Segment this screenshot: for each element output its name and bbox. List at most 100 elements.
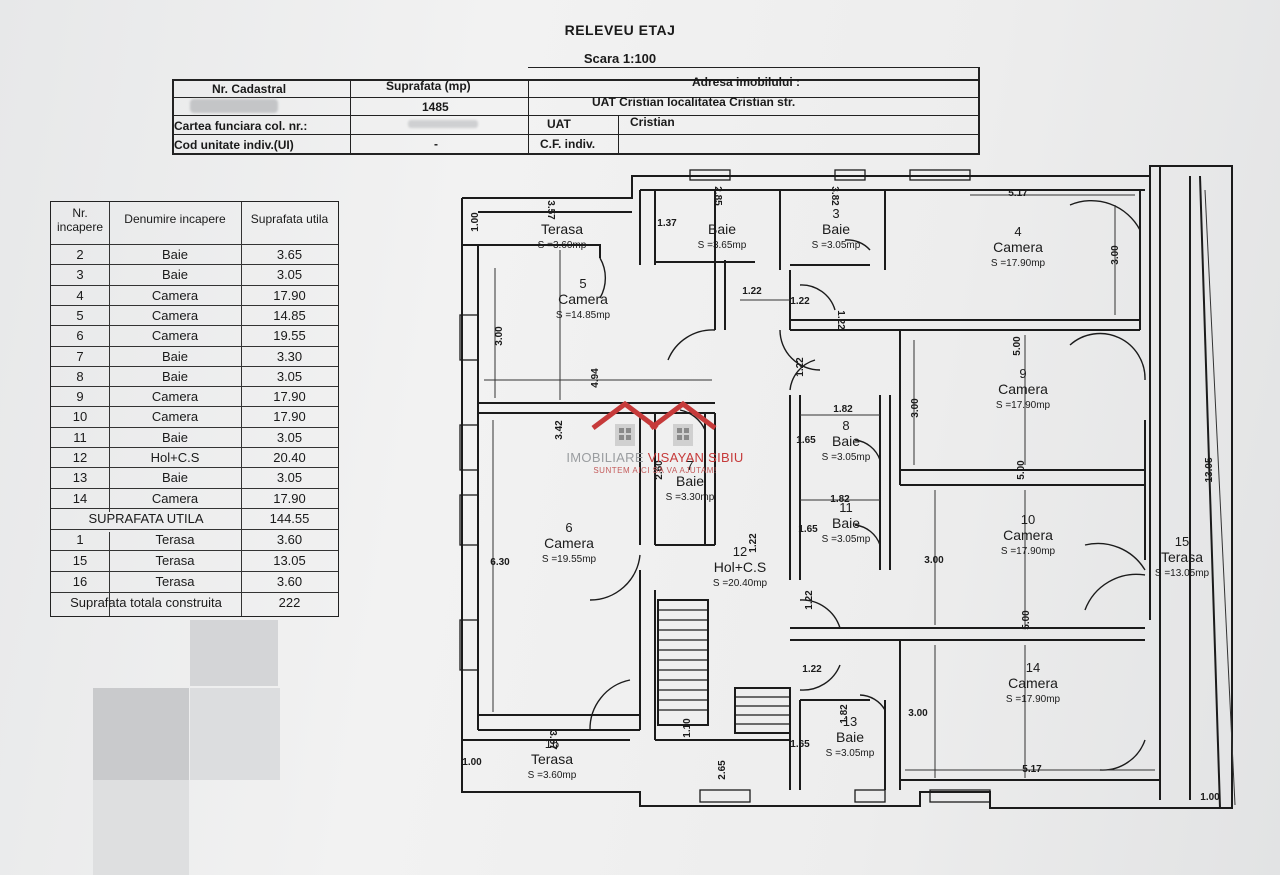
- room-name: Baie: [161, 368, 189, 384]
- room-name: Camera: [151, 389, 199, 405]
- room-name: Baie: [161, 348, 189, 364]
- dimension-label: 3.57: [547, 730, 558, 750]
- plan-room-name: Camera: [998, 381, 1048, 397]
- room-nr: 5: [76, 307, 84, 323]
- cod-label: Cod unitate indiv.(UI): [174, 138, 294, 152]
- dimension-label: 1.22: [835, 310, 846, 330]
- room-name: Camera: [151, 409, 199, 425]
- watermark-tagline: SUNTEM AICI SA VA AJUTAM!: [593, 466, 717, 475]
- room-name: Camera: [151, 490, 199, 506]
- terrace-name: Terasa: [155, 552, 195, 568]
- col-header-area: Suprafata utila: [250, 212, 329, 226]
- surface-label: Suprafata (mp): [386, 79, 471, 93]
- plan-room-num: 11: [839, 500, 853, 515]
- watermark: IMOBILIARE VISAYAN SIBIU SUNTEM AICI SA …: [535, 398, 775, 478]
- dimension-label: 3.00: [924, 555, 944, 566]
- dimension-label: 3.00: [494, 326, 505, 346]
- room-area: 3.65: [276, 247, 303, 262]
- dimension-label: 13.05: [1204, 457, 1215, 482]
- plan-room-name: Baie: [822, 221, 850, 237]
- room-name: Camera: [151, 307, 199, 323]
- document-title: RELEVEU ETAJ: [564, 22, 676, 38]
- room-nr: 3: [76, 267, 84, 283]
- plan-room-num: 14: [1026, 660, 1040, 675]
- watermark-brand-b: VISAYAN SIBIU: [647, 450, 744, 465]
- terrace-nr: 1: [76, 531, 84, 547]
- total-label: Suprafata totala construita: [70, 594, 222, 610]
- dimension-label: 1.10: [682, 718, 693, 738]
- room-area: 17.90: [273, 409, 306, 425]
- plan-room-name: Terasa: [531, 751, 573, 767]
- room-area: 17.90: [273, 490, 306, 506]
- plan-room-area: S =3.05mp: [822, 452, 871, 463]
- plan-room-num: 13: [843, 714, 857, 729]
- room-name: Camera: [151, 287, 199, 303]
- plan-room-name: Hol+C.S: [714, 559, 767, 575]
- redacted-area: [93, 688, 189, 780]
- dimension-label: 5.17: [1008, 188, 1028, 199]
- terrace-area: 3.60: [276, 531, 303, 547]
- dimension-label: 5.17: [1022, 764, 1042, 775]
- redacted-area: [190, 688, 280, 780]
- watermark-brand-a: IMOBILIARE: [566, 450, 648, 465]
- plan-room-name: Baie: [832, 433, 860, 449]
- room-area: 3.05: [276, 429, 303, 445]
- plan-room-name: Camera: [558, 291, 608, 307]
- room-nr: 11: [73, 429, 87, 445]
- room-nr: 7: [76, 348, 84, 364]
- plan-room-area: S =19.55mp: [542, 554, 597, 565]
- plan-room-num: 9: [1019, 366, 1026, 381]
- room-area: 3.05: [276, 267, 303, 283]
- dimension-label: 5.00: [1012, 336, 1023, 356]
- room-name: Baie: [161, 267, 189, 283]
- col-header-nr: Nr. incapere: [56, 206, 104, 234]
- dimension-label: 1.00: [1200, 792, 1220, 803]
- house-logo-icon: [591, 400, 717, 446]
- room-name: Baie: [161, 429, 189, 445]
- cod-value: -: [434, 137, 438, 151]
- dimension-label: 3.00: [908, 708, 928, 719]
- dimension-label: 1.22: [804, 590, 815, 610]
- room-area: 3.30: [276, 348, 303, 364]
- table-row: 3 Baie 3.05: [51, 264, 338, 285]
- dimension-label: 2.85: [712, 186, 723, 206]
- dimension-label: 1.82: [830, 494, 850, 505]
- room-area: 17.90: [273, 389, 306, 405]
- plan-room-area: S =3.05mp: [826, 748, 875, 759]
- room-area: 3.05: [276, 368, 303, 384]
- plan-room-area: S =17.90mp: [1006, 694, 1061, 705]
- total-row: Suprafata totala construita 222: [51, 591, 338, 613]
- room-name: Baie: [161, 470, 189, 486]
- plan-room-num: 15: [1175, 534, 1189, 549]
- carte-label: Cartea funciara col. nr.:: [174, 119, 308, 133]
- cf-label: C.F. indiv.: [540, 137, 596, 151]
- subtotal-value: 144.55: [269, 510, 310, 526]
- room-area: 19.55: [273, 328, 306, 344]
- dimension-label: 1.82: [833, 404, 853, 415]
- address-value: UAT Cristian localitatea Cristian str.: [592, 95, 796, 109]
- plan-room-area: S =3.30mp: [666, 492, 715, 503]
- cadastral-label: Nr. Cadastral: [212, 82, 287, 96]
- dimension-label: 3.00: [1110, 245, 1121, 265]
- address-label: Adresa imobilului :: [692, 75, 801, 89]
- redacted-area: [190, 620, 278, 686]
- dimension-label: 3.00: [910, 398, 921, 418]
- surface-value: 1485: [422, 100, 449, 114]
- uat-value: Cristian: [630, 115, 675, 129]
- plan-room-num: 6: [565, 520, 572, 535]
- room-area: 20.40: [273, 450, 306, 465]
- dimension-label: 1.65: [790, 739, 810, 750]
- total-value: 222: [278, 594, 301, 610]
- rooms-table: Nr. incapere Denumire incapere Suprafata…: [50, 201, 339, 617]
- plan-room-name: Baie: [832, 515, 860, 531]
- dimension-label: 1.22: [802, 664, 822, 675]
- room-area: 3.05: [276, 470, 303, 486]
- room-nr: 6: [76, 328, 84, 344]
- terrace-name: Terasa: [155, 573, 195, 589]
